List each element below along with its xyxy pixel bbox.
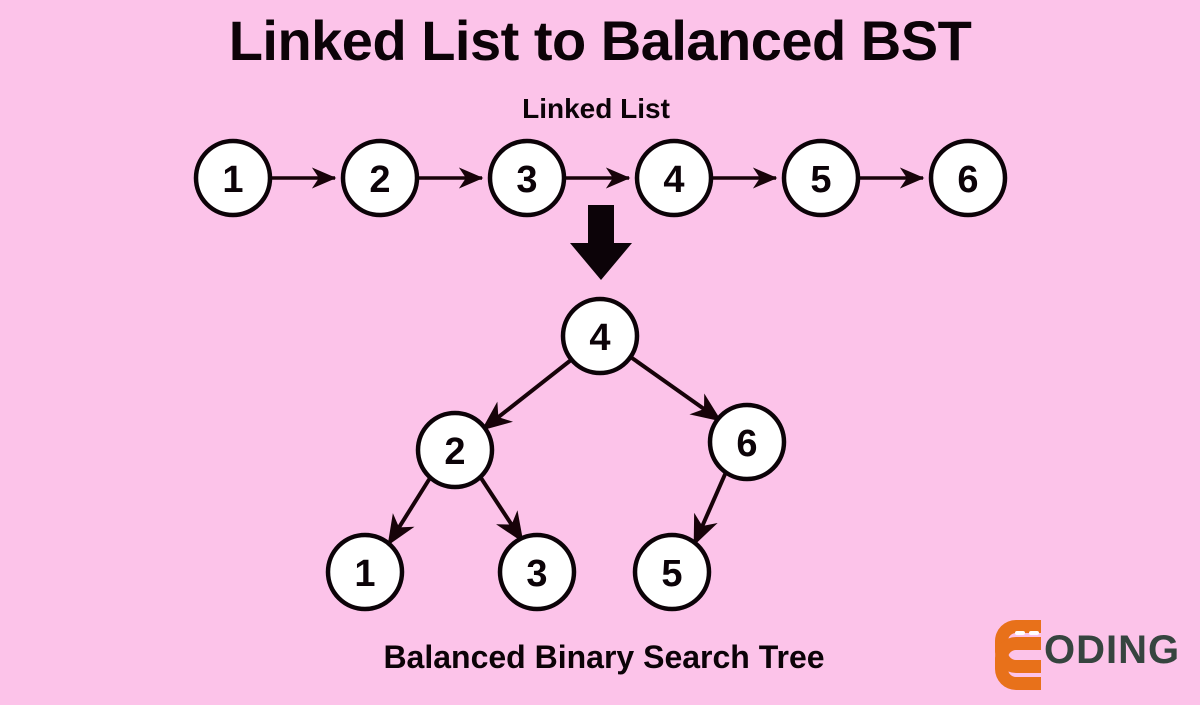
node-value: 3 xyxy=(516,159,537,201)
tree-node-left-right-3: 3 xyxy=(497,532,577,612)
node-value: 5 xyxy=(810,159,831,201)
logo-ninja-eye-left xyxy=(1015,631,1025,635)
node-circle xyxy=(928,138,1008,218)
node-circle xyxy=(340,138,420,218)
node-value: 2 xyxy=(444,431,465,473)
tree-edge-4-2 xyxy=(480,358,573,432)
tree-edge-6-5 xyxy=(692,471,728,546)
linked-list-label: Linked List xyxy=(522,93,670,124)
tree-node-left-2: 2 xyxy=(415,410,495,490)
tree-edge-2-1 xyxy=(386,476,432,547)
node-value: 1 xyxy=(354,553,375,595)
node-value: 4 xyxy=(663,159,684,201)
linked-list-node-1: 1 xyxy=(193,138,273,218)
logo-n-glyph xyxy=(995,637,1041,690)
node-value: 5 xyxy=(661,553,682,595)
page-title: Linked List to Balanced BST xyxy=(229,9,972,72)
node-circle xyxy=(707,402,787,482)
node-circle xyxy=(415,410,495,490)
tree-node-left-left-1: 1 xyxy=(325,532,405,612)
node-value: 4 xyxy=(589,317,610,359)
node-value: 3 xyxy=(526,553,547,595)
tree-caption: Balanced Binary Search Tree xyxy=(383,639,824,675)
tree-node-right-6: 6 xyxy=(707,402,787,482)
linked-list-node-5: 5 xyxy=(781,138,861,218)
tree-node-root-4: 4 xyxy=(560,296,640,376)
logo-ninja-eye-right xyxy=(1029,631,1039,635)
tree-edge-4-6 xyxy=(630,356,723,423)
node-value: 6 xyxy=(736,423,757,465)
node-circle xyxy=(632,532,712,612)
linked-list-node-3: 3 xyxy=(487,138,567,218)
node-circle xyxy=(634,138,714,218)
linked-list-node-6: 6 xyxy=(928,138,1008,218)
node-circle xyxy=(487,138,567,218)
node-value: 1 xyxy=(222,159,243,201)
node-circle xyxy=(193,138,273,218)
tree-node-right-left-5: 5 xyxy=(632,532,712,612)
node-circle xyxy=(497,532,577,612)
node-circle xyxy=(560,296,640,376)
node-value: 6 xyxy=(957,159,978,201)
tree-nodes-group: 4 2 6 1 3 5 xyxy=(325,296,787,612)
node-circle xyxy=(781,138,861,218)
tree-edge-2-3 xyxy=(479,476,525,544)
linked-list-node-2: 2 xyxy=(340,138,420,218)
tree-edges-group xyxy=(386,356,728,547)
linked-list-group: 1 2 3 4 5 6 xyxy=(193,138,1008,218)
logo-coding-text: ODING xyxy=(1044,628,1180,672)
linked-list-node-4: 4 xyxy=(634,138,714,218)
downward-block-arrow-icon xyxy=(570,205,632,280)
node-value: 2 xyxy=(369,159,390,201)
node-circle xyxy=(325,532,405,612)
